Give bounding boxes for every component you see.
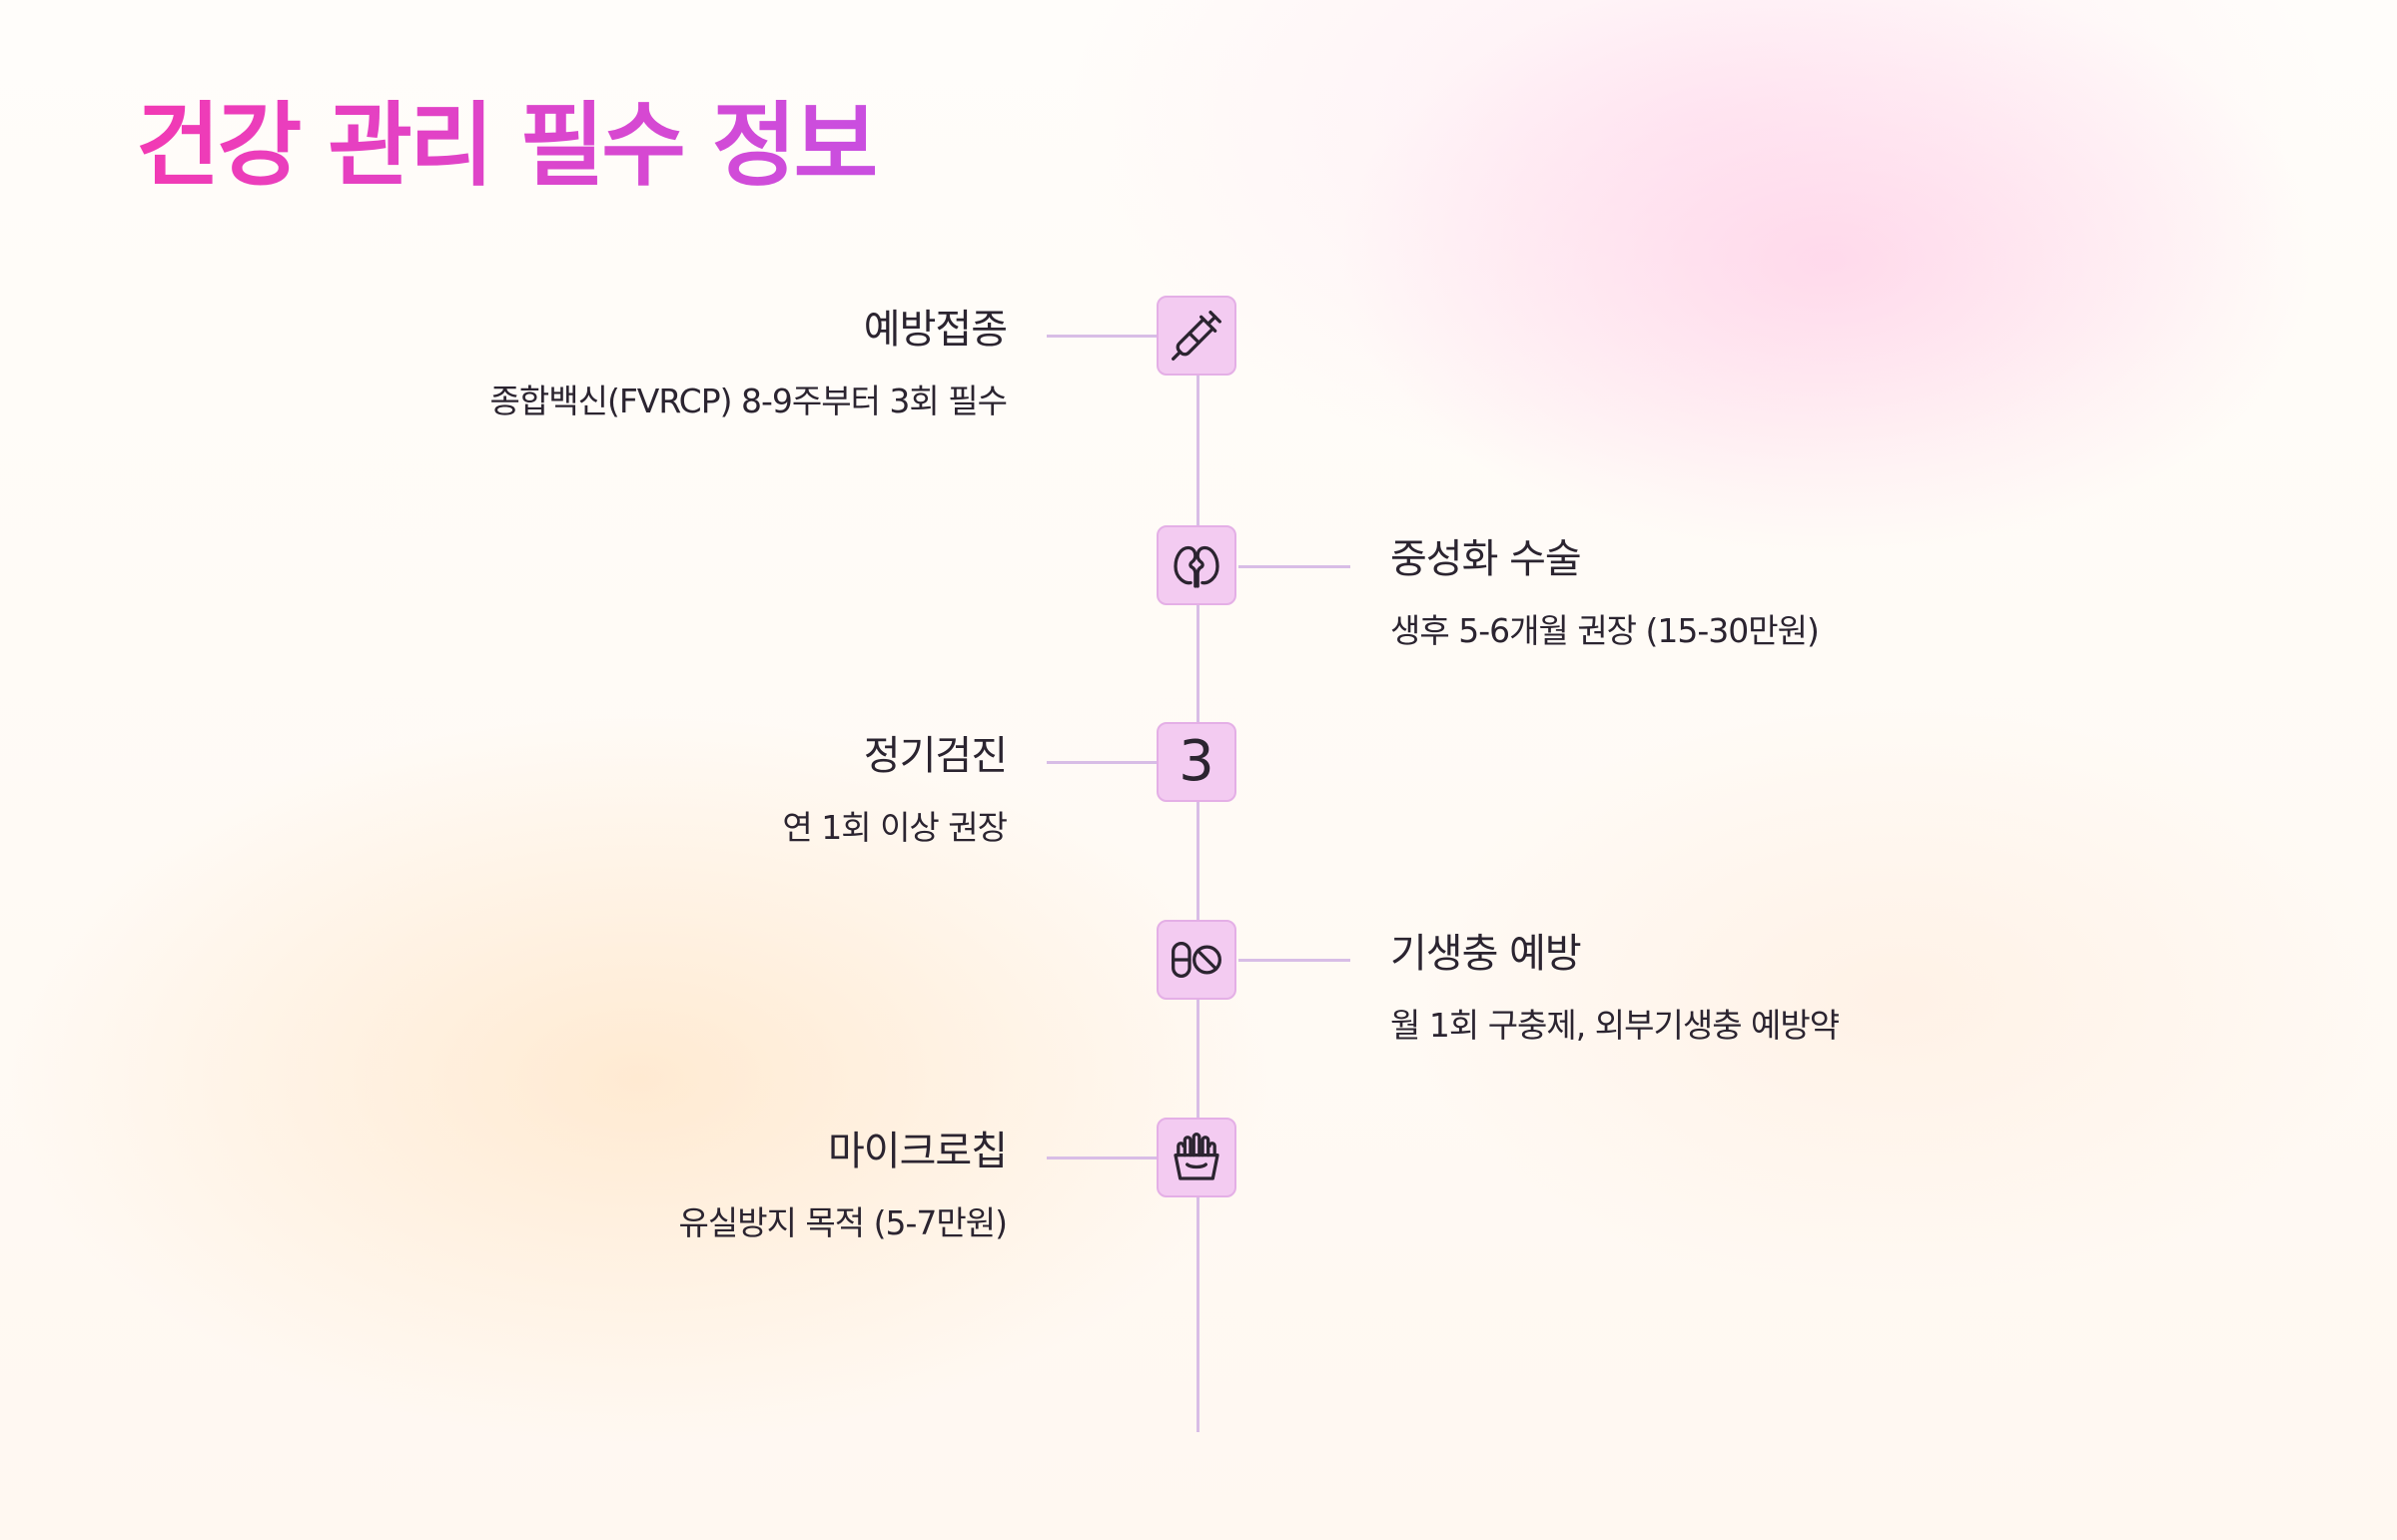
timeline-node-checkup: 3 <box>1157 722 1236 802</box>
item-title: 기생충 예방 <box>1390 931 1582 977</box>
pills-icon <box>1172 942 1221 978</box>
timeline-item-parasite: 기생충 예방 월 1회 구충제, 외부기생충 예방약 <box>1390 930 2089 1046</box>
timeline-item-checkup: 정기검진 연 1회 이상 권장 <box>308 732 1008 848</box>
timeline-item-vaccination: 예방접종 종합백신(FVRCP) 8-9주부터 3회 필수 <box>308 306 1009 421</box>
timeline-item-neutering: 중성화 수술 생후 5-6개월 권장 (15-30만원) <box>1390 535 2089 651</box>
item-title: 정기검진 <box>863 733 1008 779</box>
item-description: 유실방지 목적 (5-7만원) <box>678 1203 1008 1242</box>
timeline-node-parasite <box>1157 920 1236 1000</box>
connector-checkup <box>1047 761 1157 764</box>
timeline-item-microchip: 마이크로칩 유실방지 목적 (5-7만원) <box>308 1128 1008 1243</box>
timeline-node-vaccination <box>1157 296 1236 376</box>
item-description: 월 1회 구충제, 외부기생충 예방약 <box>1390 1006 1840 1045</box>
timeline-line <box>1197 336 1199 1432</box>
item-description: 연 1회 이상 권장 <box>782 808 1008 847</box>
timeline-node-microchip <box>1157 1118 1236 1197</box>
syringe-icon <box>1172 311 1221 361</box>
number-3-icon: 3 <box>1179 729 1214 794</box>
timeline-node-neutering <box>1157 525 1236 605</box>
connector-parasite <box>1238 959 1350 962</box>
connector-microchip <box>1047 1156 1157 1159</box>
item-title: 마이크로칩 <box>828 1129 1008 1174</box>
item-title: 예방접종 <box>863 307 1008 353</box>
page-title: 건강 관리 필수 정보 <box>136 92 878 199</box>
connector-vaccination <box>1047 335 1157 338</box>
item-title: 중성화 수술 <box>1390 536 1582 582</box>
item-description: 종합백신(FVRCP) 8-9주부터 3회 필수 <box>489 382 1009 420</box>
microchip-icon <box>1174 1133 1219 1180</box>
connector-neutering <box>1238 565 1350 568</box>
item-description: 생후 5-6개월 권장 (15-30만원) <box>1390 611 1820 650</box>
kidneys-icon <box>1174 545 1219 588</box>
